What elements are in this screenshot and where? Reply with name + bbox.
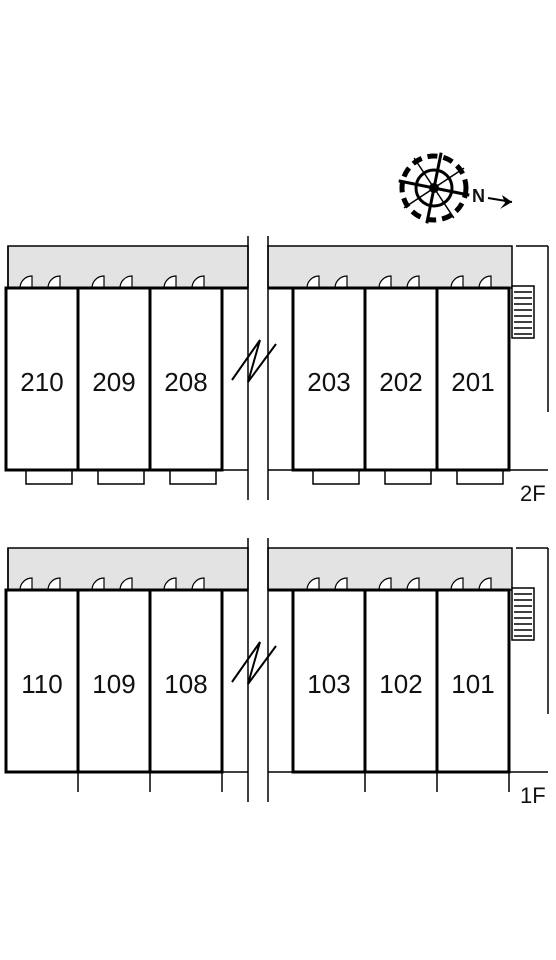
staircase-icon: [511, 587, 535, 641]
unit-102: 102: [363, 577, 439, 792]
unit-number: 208: [164, 367, 207, 397]
unit-101: 101: [435, 577, 511, 792]
unit-number: 203: [307, 367, 350, 397]
floor-2: 210 209 208 203 202 201 2F: [4, 236, 549, 506]
door-icon: [119, 275, 133, 289]
window-icon: [450, 577, 464, 591]
compass-ray: [433, 167, 465, 189]
window-icon: [378, 577, 392, 591]
window-icon: [91, 577, 105, 591]
compass-outer-ring: [399, 153, 469, 223]
door-icon: [406, 577, 420, 591]
compass-arrow-head: [500, 195, 512, 209]
unit-number: 202: [379, 367, 422, 397]
door-icon: [119, 577, 133, 591]
balcony: [456, 469, 504, 485]
unit-208: 208: [148, 275, 224, 485]
window-icon: [450, 275, 464, 289]
balcony: [312, 469, 360, 485]
unit-room: [363, 286, 439, 472]
balcony: [97, 469, 145, 485]
door-icon: [47, 577, 61, 591]
window-icon: [19, 577, 33, 591]
north-arrow-compass-icon: [398, 152, 470, 224]
unit-210: 210: [4, 275, 80, 485]
staircase-outline: [511, 285, 535, 339]
staircase-icon: [511, 285, 535, 339]
compass-ray: [413, 157, 435, 189]
unit-number: 210: [20, 367, 63, 397]
staircase-outline: [511, 587, 535, 641]
door-icon: [334, 275, 348, 289]
compass-ray: [398, 179, 435, 190]
unit-number: 103: [307, 669, 350, 699]
unit-room: [76, 588, 152, 774]
unit-room: [148, 588, 224, 774]
balcony: [25, 469, 73, 485]
unit-room: [435, 588, 511, 774]
unit-110: 110: [4, 577, 80, 792]
unit-room: [291, 588, 367, 774]
unit-number: 109: [92, 669, 135, 699]
compass-north-label: N: [472, 186, 485, 206]
balcony: [384, 469, 432, 485]
unit-room: [76, 286, 152, 472]
unit-number: 108: [164, 669, 207, 699]
unit-room: [435, 286, 511, 472]
window-icon: [91, 275, 105, 289]
unit-203: 203: [291, 275, 367, 485]
unit-room: [148, 286, 224, 472]
window-icon: [378, 275, 392, 289]
window-icon: [163, 577, 177, 591]
compass: N: [398, 152, 513, 224]
unit-room: [4, 588, 80, 774]
window-icon: [306, 275, 320, 289]
door-icon: [478, 275, 492, 289]
unit-108: 108: [148, 577, 224, 792]
floor-label: 1F: [520, 783, 546, 808]
window-icon: [306, 577, 320, 591]
door-icon: [47, 275, 61, 289]
unit-103: 103: [291, 577, 367, 792]
compass-ray: [433, 186, 470, 197]
unit-209: 209: [76, 275, 152, 485]
unit-room: [291, 286, 367, 472]
floor-plans: 210 209 208 203 202 201 2F 110 109 108 103 102 101 1F: [4, 236, 549, 808]
break-zigzag: [231, 641, 277, 685]
floor-label: 2F: [520, 481, 546, 506]
window-icon: [163, 275, 177, 289]
compass-ray: [425, 187, 436, 224]
door-icon: [334, 577, 348, 591]
compass-inner-ring: [414, 168, 454, 208]
unit-202: 202: [363, 275, 439, 485]
compass-ray: [433, 187, 455, 219]
unit-number: 201: [451, 367, 494, 397]
unit-number: 209: [92, 367, 135, 397]
compass-ray: [432, 152, 443, 189]
unit-number: 101: [451, 669, 494, 699]
balcony: [169, 469, 217, 485]
door-icon: [478, 577, 492, 591]
door-icon: [191, 577, 205, 591]
unit-number: 110: [21, 669, 62, 699]
window-icon: [19, 275, 33, 289]
door-icon: [191, 275, 205, 289]
compass-ray: [403, 187, 435, 209]
unit-room: [4, 286, 80, 472]
unit-number: 102: [379, 669, 422, 699]
door-icon: [406, 275, 420, 289]
unit-109: 109: [76, 577, 152, 792]
break-zigzag: [231, 339, 277, 383]
floor-1: 110 109 108 103 102 101 1F: [4, 538, 549, 808]
unit-201: 201: [435, 275, 511, 485]
